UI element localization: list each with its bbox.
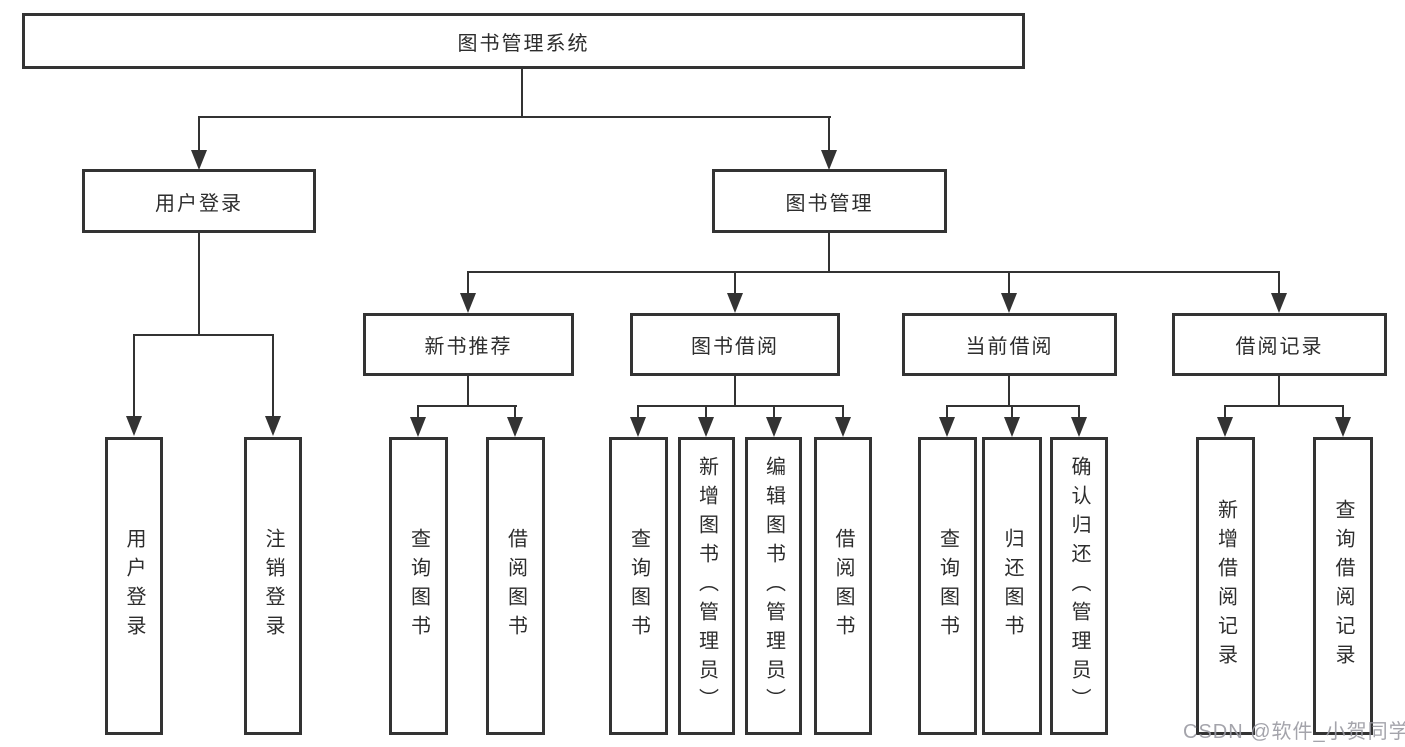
leaf-bb-borrow-books: 借阅图书 xyxy=(814,437,872,735)
node-label: 借阅图书 xyxy=(832,528,854,644)
arrow-down-icon xyxy=(835,417,851,437)
node-label: 查询借阅记录 xyxy=(1332,499,1354,673)
leaf-bb-edit-books-admin: 编辑图书（管理员） xyxy=(745,437,802,735)
connector-vline xyxy=(842,405,844,421)
node-label: 图书管理系统 xyxy=(457,32,590,55)
connector-vline xyxy=(828,116,830,154)
leaf-logout: 注销登录 xyxy=(244,437,302,735)
node-label: 查询图书 xyxy=(407,528,430,644)
node-book-borrowing: 图书借阅 xyxy=(630,313,840,376)
node-label: 当前借阅 xyxy=(965,336,1054,358)
node-label: 编辑图书（管理员） xyxy=(762,455,785,717)
arrow-down-icon xyxy=(265,416,281,436)
connector-vline xyxy=(1342,405,1344,421)
arrow-down-icon xyxy=(698,417,714,437)
arrow-down-icon xyxy=(1071,417,1087,437)
arrow-down-icon xyxy=(460,293,476,313)
node-label: 注销登录 xyxy=(262,528,284,644)
leaf-bb-add-books-admin: 新增图书（管理员） xyxy=(678,437,735,735)
leaf-cb-query-books: 查询图书 xyxy=(918,437,977,735)
connector-vline xyxy=(417,405,419,421)
arrow-down-icon xyxy=(191,150,207,170)
node-label: 确认归还（管理员） xyxy=(1068,455,1090,717)
node-label: 图书借阅 xyxy=(691,336,779,358)
arrow-down-icon xyxy=(1335,417,1351,437)
connector-vline xyxy=(1278,271,1280,297)
connector-hline xyxy=(198,116,831,118)
node-label: 新增图书（管理员） xyxy=(695,455,718,717)
node-label: 新书推荐 xyxy=(424,336,513,358)
connector-vline xyxy=(734,271,736,297)
leaf-br-query-record: 查询借阅记录 xyxy=(1313,437,1373,735)
arrow-down-icon xyxy=(1001,293,1017,313)
connector-hline xyxy=(637,405,844,407)
node-new-book-recommend: 新书推荐 xyxy=(363,313,574,376)
node-borrowing-records: 借阅记录 xyxy=(1172,313,1387,376)
connector-vline xyxy=(734,376,736,407)
node-book-management-system: 图书管理系统 xyxy=(22,13,1025,69)
arrow-down-icon xyxy=(126,416,142,436)
leaf-user-login: 用户登录 xyxy=(105,437,163,735)
arrow-down-icon xyxy=(1271,293,1287,313)
connector-hline xyxy=(417,405,517,407)
node-label: 借阅图书 xyxy=(504,528,527,644)
connector-vline xyxy=(946,405,948,421)
arrow-down-icon xyxy=(939,417,955,437)
connector-vline xyxy=(198,116,200,154)
node-label: 图书管理 xyxy=(785,192,874,215)
arrow-down-icon xyxy=(727,293,743,313)
leaf-br-add-record: 新增借阅记录 xyxy=(1196,437,1255,735)
connector-vline xyxy=(1224,405,1226,421)
arrow-down-icon xyxy=(630,417,646,437)
arrow-down-icon xyxy=(507,417,523,437)
arrow-down-icon xyxy=(1004,417,1020,437)
node-user-login: 用户登录 xyxy=(82,169,316,233)
connector-vline xyxy=(198,233,200,336)
connector-hline xyxy=(1224,405,1344,407)
connector-vline xyxy=(1008,271,1010,297)
node-current-borrowing: 当前借阅 xyxy=(902,313,1117,376)
arrow-down-icon xyxy=(821,150,837,170)
connector-vline xyxy=(467,376,469,407)
connector-vline xyxy=(1011,405,1013,421)
leaf-nb-query-books: 查询图书 xyxy=(389,437,448,735)
connector-vline xyxy=(272,334,274,420)
connector-vline xyxy=(514,405,516,421)
node-label: 查询图书 xyxy=(627,528,650,644)
node-label: 用户登录 xyxy=(155,192,243,215)
leaf-bb-query-books: 查询图书 xyxy=(609,437,668,735)
connector-vline xyxy=(1278,376,1280,407)
connector-vline xyxy=(705,405,707,421)
node-label: 借阅记录 xyxy=(1235,336,1324,358)
arrow-down-icon xyxy=(410,417,426,437)
connector-hline xyxy=(946,405,1080,407)
leaf-cb-confirm-return-admin: 确认归还（管理员） xyxy=(1050,437,1108,735)
connector-hline xyxy=(467,271,1280,273)
node-label: 新增借阅记录 xyxy=(1214,499,1237,673)
connector-hline xyxy=(133,334,274,336)
node-label: 用户登录 xyxy=(123,528,145,644)
node-label: 查询图书 xyxy=(936,528,959,644)
connector-vline xyxy=(521,69,523,117)
arrow-down-icon xyxy=(766,417,782,437)
connector-vline xyxy=(1008,376,1010,407)
connector-vline xyxy=(828,233,830,273)
watermark: CSDN @软件_小贺同学 xyxy=(1183,721,1405,743)
connector-vline xyxy=(773,405,775,421)
node-label: 归还图书 xyxy=(1001,528,1023,644)
connector-vline xyxy=(1078,405,1080,421)
connector-vline xyxy=(467,271,469,297)
node-book-management: 图书管理 xyxy=(712,169,947,233)
leaf-nb-borrow-books: 借阅图书 xyxy=(486,437,545,735)
arrow-down-icon xyxy=(1217,417,1233,437)
leaf-cb-return-books: 归还图书 xyxy=(982,437,1042,735)
connector-vline xyxy=(637,405,639,421)
connector-vline xyxy=(133,334,135,420)
